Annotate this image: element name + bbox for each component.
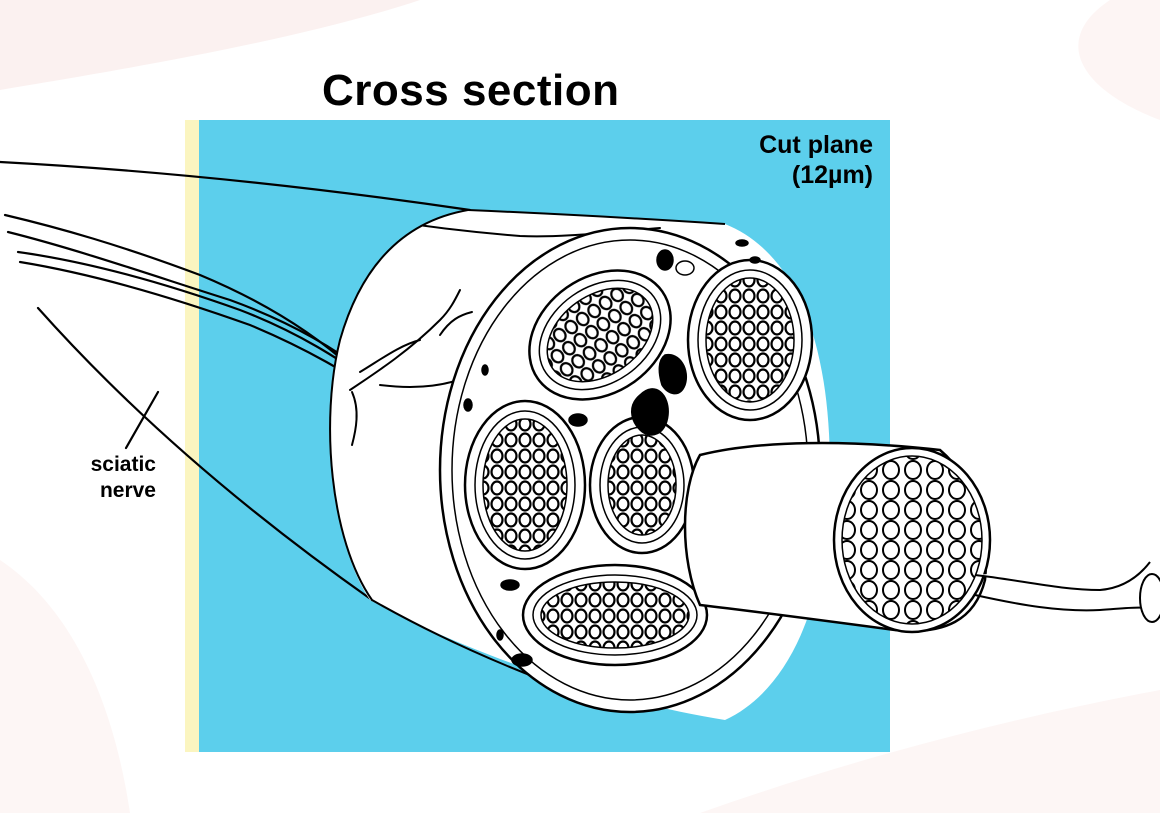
extracted-fascicle bbox=[683, 441, 992, 634]
background-shape bbox=[0, 560, 130, 813]
fascicle bbox=[686, 258, 814, 422]
sciatic-nerve-label-line2: nerve bbox=[99, 479, 156, 502]
fascicle bbox=[588, 415, 696, 555]
background-shape bbox=[0, 0, 420, 90]
blood-vessels bbox=[463, 239, 761, 667]
background-shape bbox=[700, 690, 1160, 813]
nerve-cylinder-outline bbox=[329, 209, 621, 706]
cut-plane-edge bbox=[185, 120, 201, 752]
page-title: Cross section bbox=[322, 66, 620, 115]
fascicle bbox=[528, 269, 672, 401]
cut-plane-label: Cut plane (12µm) bbox=[759, 130, 873, 190]
cut-plane-label-line1: Cut plane bbox=[759, 131, 873, 159]
nerve-cylinder-top-edge bbox=[467, 209, 726, 225]
fascicle bbox=[521, 563, 709, 667]
nerve-fibers-left bbox=[0, 160, 472, 602]
fascicle bbox=[463, 399, 587, 571]
single-fiber bbox=[974, 561, 1160, 623]
sciatic-nerve-label-line1: sciatic bbox=[90, 453, 156, 476]
cut-plane-label-line2: (12µm) bbox=[791, 161, 873, 189]
sciatic-nerve-label: sciatic nerve bbox=[66, 452, 156, 504]
background-shape bbox=[1078, 0, 1160, 120]
